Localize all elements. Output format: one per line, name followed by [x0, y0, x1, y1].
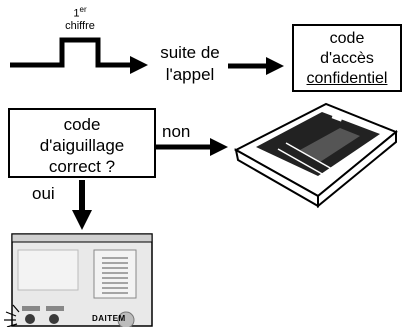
- access-code-line3: confidentiel: [306, 70, 388, 87]
- answering-machine-icon: [233, 102, 398, 209]
- access-code-line2: d'accès: [320, 50, 374, 67]
- arrow-to-access-code: [228, 57, 284, 75]
- routing-code-box: code d'aiguillage correct ?: [8, 108, 156, 178]
- arrow-no-branch: [154, 138, 228, 156]
- routing-code-line2: d'aiguillage: [39, 136, 125, 155]
- pulse-label: 1er chiffre: [60, 4, 100, 32]
- alarm-control-panel-icon: [4, 233, 153, 327]
- yes-branch-label: oui: [32, 184, 55, 203]
- call-continuation-line2: l'appel: [165, 65, 215, 84]
- pulse-label-superscript: er: [79, 5, 87, 14]
- routing-code-line3: correct ?: [48, 157, 116, 176]
- call-continuation-line1: suite de: [160, 43, 220, 62]
- call-continuation-text: suite de l'appel: [152, 42, 228, 86]
- access-code-box: code d'accès confidentiel: [292, 24, 402, 92]
- device-brand-label: DAITEM: [92, 314, 126, 323]
- access-code-line1: code: [329, 30, 365, 47]
- pulse-label-number: 1: [73, 7, 80, 20]
- arrow-yes-branch: [72, 180, 92, 230]
- pulse-waveform: [10, 37, 148, 74]
- routing-code-line1: code: [63, 115, 101, 134]
- pulse-label-word: chiffre: [65, 19, 95, 32]
- no-branch-label: non: [162, 122, 191, 141]
